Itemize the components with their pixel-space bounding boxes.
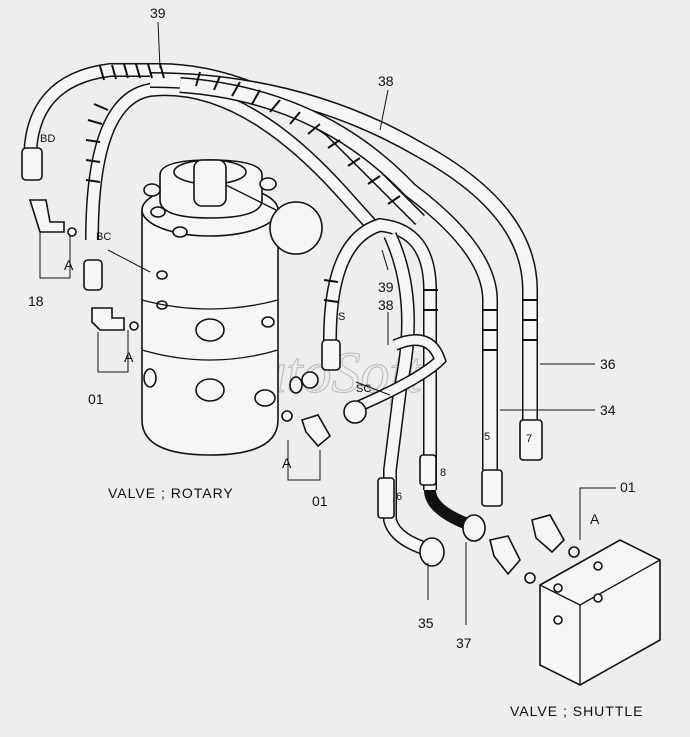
callout-34: 34 — [600, 402, 616, 418]
port-label-7: 7 — [526, 433, 532, 445]
hose-bundle — [23, 63, 538, 557]
port-label-s: S — [338, 311, 345, 323]
callout-36: 36 — [600, 356, 616, 372]
rotary-valve — [141, 159, 323, 456]
callout-39-top: 39 — [150, 5, 166, 21]
detail-a-label-2: A — [124, 349, 134, 365]
callout-01-center: 01 — [312, 493, 328, 509]
callout-38-top: 38 — [378, 73, 394, 89]
detail-a-label-1: A — [64, 257, 74, 273]
detail-a-label-4: A — [590, 511, 600, 527]
port-label-sc: SC — [356, 383, 371, 395]
port-label-8: 8 — [440, 467, 446, 479]
caption-shuttle-valve: VALVE ; SHUTTLE — [510, 703, 644, 719]
port-label-bd: BD — [40, 133, 55, 145]
port-label-bc: BC — [96, 231, 111, 243]
callout-01-left: 01 — [88, 391, 104, 407]
callout-37: 37 — [456, 635, 472, 651]
callout-01-right: 01 — [620, 479, 636, 495]
callout-38-mid: 38 — [378, 297, 394, 313]
port-label-6: 6 — [396, 491, 402, 503]
callout-18: 18 — [28, 293, 44, 309]
callout-35: 35 — [418, 615, 434, 631]
detail-a-label-3: A — [282, 455, 292, 471]
port-label-5: 5 — [484, 431, 490, 443]
leader-lines — [39, 21, 616, 625]
caption-rotary-valve: VALVE ; ROTARY — [108, 485, 234, 501]
shuttle-valve — [539, 539, 661, 686]
hose-fittings — [21, 147, 580, 584]
callout-39-mid: 39 — [378, 279, 394, 295]
